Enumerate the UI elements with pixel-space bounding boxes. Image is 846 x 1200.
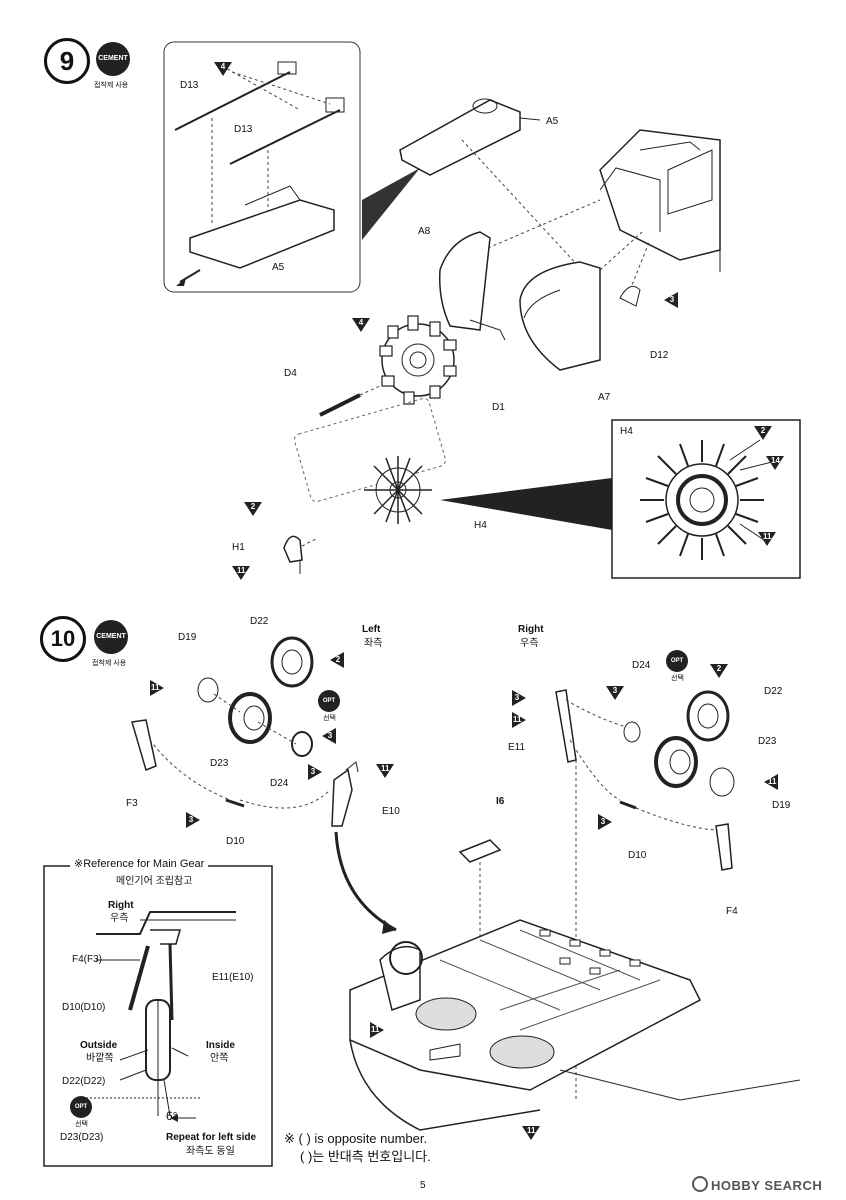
color-code-triangle: 2 (710, 664, 728, 678)
right-title-ko: 우측 (520, 638, 539, 649)
color-code-triangle: 11 (150, 680, 164, 696)
part-d24-right: D24 (632, 660, 651, 671)
opt-badge: OPT (666, 650, 688, 672)
cement-badge: CEMENT (96, 42, 130, 76)
opt-note: 선택 (323, 715, 336, 722)
color-code-triangle: 2 (244, 502, 262, 516)
part-d1: D1 (492, 402, 505, 413)
right-title: Right (518, 624, 544, 635)
color-code-triangle: 3 (512, 690, 526, 706)
color-code-triangle: 11 (522, 1126, 540, 1140)
page-number: 5 (420, 1180, 426, 1191)
part-e10: E10 (382, 806, 400, 817)
watermark: HOBBY SEARCH (692, 1176, 822, 1193)
reference-title: ※Reference for Main Gear (70, 858, 209, 870)
color-code-triangle: 11 (764, 774, 778, 790)
color-code-triangle: 4 (352, 318, 370, 332)
part-e11: E11 (508, 742, 526, 753)
step9-diagram (163, 41, 801, 579)
color-code-triangle: 11 (512, 712, 526, 728)
part-f4: F4 (726, 906, 738, 917)
ref-inside-ko: 안쪽 (210, 1053, 229, 1064)
part-d22-right: D22 (764, 686, 783, 697)
left-title-ko: 좌측 (364, 638, 383, 649)
ref-repeat: Repeat for left side (166, 1132, 257, 1143)
opt-note: 선택 (671, 675, 684, 682)
color-code-triangle: 3 (598, 814, 612, 830)
opposite-note-en: ※ ( ) is opposite number. (284, 1131, 428, 1146)
color-code-triangle: 14 (766, 456, 784, 470)
cement-badge: CEMENT (94, 620, 128, 654)
cement-note: 접착제 사용 (94, 82, 129, 89)
ref-outside: Outside (80, 1040, 118, 1051)
part-d4: D4 (284, 368, 297, 379)
part-f3: F3 (126, 798, 138, 809)
ref-opt-badge: OPT (70, 1096, 92, 1118)
ref-e11e10: E11(E10) (212, 972, 254, 983)
part-d10-right: D10 (628, 850, 647, 861)
ref-right-ko: 우측 (110, 913, 129, 924)
part-d10-left: D10 (226, 836, 245, 847)
ref-inside: Inside (206, 1040, 235, 1051)
step-9-number: 9 (44, 38, 90, 84)
opt-badge: OPT (318, 690, 340, 712)
color-code-triangle: 3 (186, 812, 200, 828)
reference-title-ko: 메인기어 조립참고 (116, 876, 193, 887)
part-d23-left: D23 (210, 758, 229, 769)
part-i6: I6 (496, 796, 505, 807)
part-a8: A8 (418, 226, 431, 237)
color-code-triangle: 3 (606, 686, 624, 700)
part-d12: D12 (650, 350, 669, 361)
color-code-triangle: 2 (330, 652, 344, 668)
opposite-note-ko: ( )는 반대측 번호입니다. (300, 1149, 431, 1164)
ref-angle: 6° (166, 1109, 178, 1123)
color-code-triangle: 11 (376, 764, 394, 778)
ref-d22d22: D22(D22) (62, 1076, 106, 1087)
part-a5: A5 (546, 116, 559, 127)
cement-note: 접착제 사용 (92, 660, 127, 667)
part-d22-left: D22 (250, 616, 269, 627)
left-title: Left (362, 624, 381, 635)
part-h1: H1 (232, 542, 245, 553)
color-code-triangle: 11 (370, 1022, 384, 1038)
part-a5-box: A5 (272, 262, 285, 273)
ref-d10d10: D10(D10) (62, 1002, 106, 1013)
part-d13-top: D13 (180, 80, 199, 91)
color-code-triangle: 11 (758, 532, 776, 546)
part-d19-right: D19 (772, 800, 791, 811)
color-code-triangle: 11 (232, 566, 250, 580)
part-d19-left: D19 (178, 632, 197, 643)
step-10-number: 10 (40, 616, 86, 662)
color-code-triangle: 3 (308, 764, 322, 780)
step10-diagram (43, 636, 801, 1167)
part-d23-right: D23 (758, 736, 777, 747)
part-a7: A7 (598, 392, 611, 403)
ref-f4f3: F4(F3) (72, 954, 102, 965)
part-d13-mid: D13 (234, 124, 253, 135)
ref-opt-note: 선택 (75, 1121, 88, 1128)
watermark-text: HOBBY SEARCH (711, 1178, 823, 1193)
part-h4: H4 (474, 520, 487, 531)
ref-right: Right (108, 900, 134, 911)
color-code-triangle: 2 (754, 426, 772, 440)
color-code-triangle: 3 (664, 292, 678, 308)
ref-d23d23: D23(D23) (60, 1132, 104, 1143)
watermark-logo-icon (692, 1176, 708, 1192)
ref-outside-ko: 바깥쪽 (86, 1053, 114, 1064)
color-code-triangle: 4 (214, 62, 232, 76)
color-code-triangle: 3 (322, 728, 336, 744)
part-d24-left: D24 (270, 778, 289, 789)
ref-repeat-ko: 좌측도 동일 (186, 1146, 235, 1157)
part-h4-inset: H4 (620, 426, 633, 437)
